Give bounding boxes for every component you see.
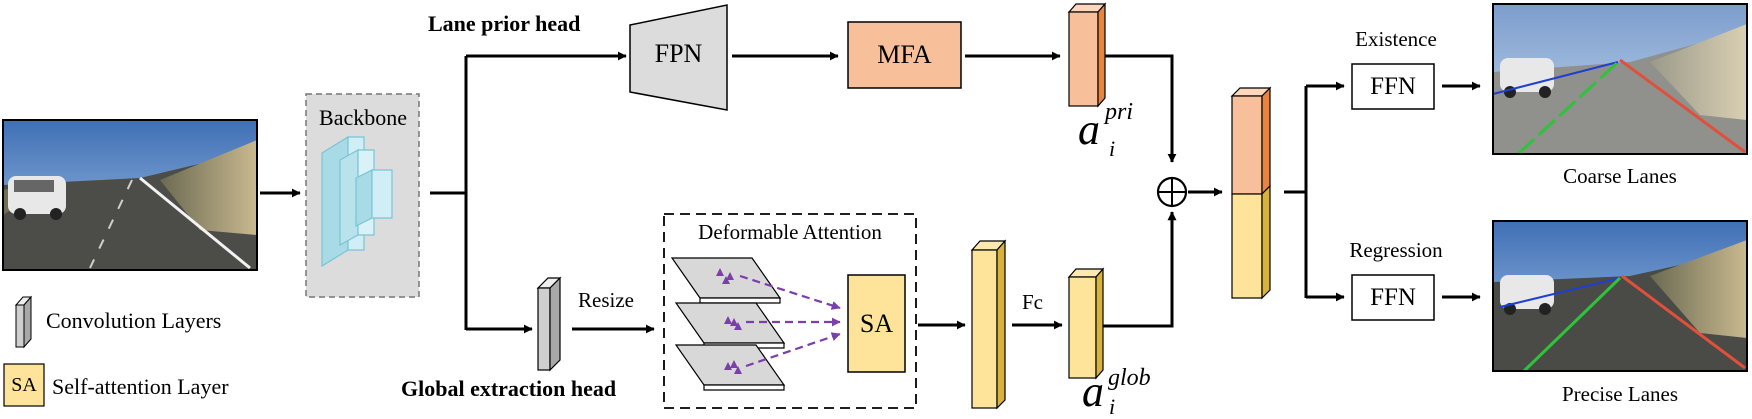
sum-icon — [1156, 176, 1188, 208]
resize-label: Resize — [578, 288, 634, 312]
ffn-bottom-label: FFN — [1370, 284, 1416, 311]
sampling-points — [716, 268, 742, 374]
arrow-apri-sum — [1105, 54, 1177, 163]
backbone-blocks-icon — [321, 135, 393, 268]
legend-conv-label: Convolution Layers — [46, 308, 222, 333]
a-pri-symbol: a — [1078, 105, 1100, 154]
fpn-block — [629, 4, 728, 111]
coarse-lanes-image — [1492, 3, 1748, 156]
a-glob-superscript: glob — [1108, 365, 1151, 391]
lane-prior-head-label: Lane prior head — [428, 11, 581, 36]
mfa-block — [847, 21, 962, 89]
a-glob-symbol: a — [1082, 367, 1104, 416]
fpn-label: FPN — [654, 39, 703, 68]
a-glob-subscript: i — [1109, 394, 1116, 419]
global-extraction-head-label: Global extraction head — [401, 376, 617, 401]
arrow-aglob-sum — [1103, 211, 1177, 328]
ffn-bottom-block — [1351, 274, 1435, 321]
sa-block — [847, 274, 906, 373]
legend-sa-symbol: SA — [11, 374, 37, 396]
a-pri-superscript: pri — [1105, 99, 1134, 125]
legend-sa-icon — [3, 363, 45, 407]
mfa-label: MFA — [877, 40, 932, 69]
deformable-attention-label: Deformable Attention — [698, 220, 882, 244]
backbone-box — [305, 93, 420, 298]
legend-conv-icon — [14, 295, 33, 349]
input-road-image — [2, 119, 258, 271]
a-pri-vector — [1067, 2, 1107, 108]
a-pri-subscript: i — [1109, 136, 1116, 161]
precise-lanes-image — [1492, 220, 1748, 373]
a-glob-vector — [1067, 267, 1105, 380]
coarse-lanes-label: Coarse Lanes — [1563, 164, 1677, 188]
concat-vector — [1230, 86, 1272, 300]
ffn-top-label: FFN — [1370, 73, 1416, 100]
backbone-label: Backbone — [319, 105, 407, 130]
glob-feature-vector — [970, 239, 1007, 410]
sa-label: SA — [859, 308, 894, 338]
existence-label: Existence — [1355, 27, 1437, 51]
regression-label: Regression — [1349, 238, 1443, 262]
legend-sa-label: Self-attention Layer — [52, 374, 229, 399]
fc-label: Fc — [1022, 290, 1043, 314]
attention-arrows — [739, 274, 841, 368]
ffn-top-block — [1351, 63, 1435, 110]
conv-layer-block — [536, 276, 562, 372]
precise-lanes-label: Precise Lanes — [1561, 382, 1679, 406]
